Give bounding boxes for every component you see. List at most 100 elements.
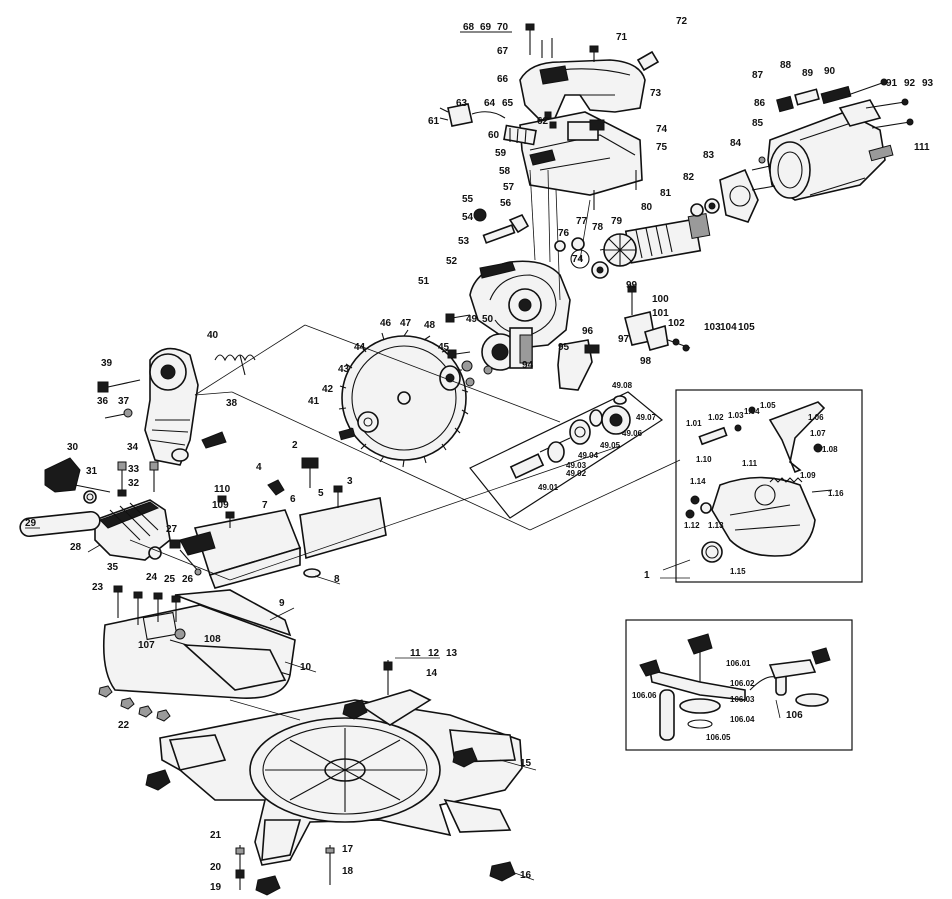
motor-end-plate bbox=[719, 168, 759, 223]
label-97: 97 bbox=[618, 334, 630, 345]
bottom-screws bbox=[235, 660, 393, 890]
label-1: 1 bbox=[644, 570, 650, 581]
label-102: 102 bbox=[668, 318, 685, 329]
label-10: 10 bbox=[300, 662, 312, 673]
label-28: 28 bbox=[70, 542, 82, 553]
switch-bracket bbox=[624, 285, 691, 352]
table-nuts bbox=[98, 685, 171, 722]
label-1-09: 1.09 bbox=[800, 471, 816, 480]
label-14: 14 bbox=[426, 668, 438, 679]
label-89: 89 bbox=[802, 68, 814, 79]
label-106: 106 bbox=[786, 710, 803, 721]
label-104: 104 bbox=[720, 322, 737, 333]
label-78: 78 bbox=[592, 222, 604, 233]
label-87: 87 bbox=[752, 70, 764, 81]
label-39: 39 bbox=[101, 358, 113, 369]
label-90: 90 bbox=[824, 66, 836, 77]
label-32: 32 bbox=[128, 478, 140, 489]
label-6: 6 bbox=[290, 494, 296, 505]
upper-blade-guard bbox=[469, 260, 571, 349]
label-1-04: 1.04 bbox=[744, 407, 760, 416]
label-49: 49 bbox=[466, 314, 478, 325]
guard-screw bbox=[451, 314, 471, 319]
motor-screws bbox=[751, 78, 914, 191]
label-85: 85 bbox=[752, 118, 764, 129]
label-106-03: 106.03 bbox=[730, 695, 755, 704]
label-1-15: 1.15 bbox=[730, 567, 746, 576]
base bbox=[159, 689, 523, 866]
label-75: 75 bbox=[656, 142, 668, 153]
label-56: 56 bbox=[500, 198, 512, 209]
label-60: 60 bbox=[488, 130, 500, 141]
label-52: 52 bbox=[446, 256, 458, 267]
label-109: 109 bbox=[212, 500, 229, 511]
label-76: 76 bbox=[558, 228, 570, 239]
handle-screws bbox=[525, 23, 637, 210]
label-64: 64 bbox=[484, 98, 496, 109]
label-77: 77 bbox=[576, 216, 588, 227]
label-94: 94 bbox=[522, 360, 534, 371]
blade-bolt bbox=[338, 427, 356, 441]
label-33: 33 bbox=[128, 464, 140, 475]
label-59: 59 bbox=[495, 148, 507, 159]
label-61: 61 bbox=[428, 116, 440, 127]
assembly-guide-lines bbox=[129, 169, 681, 721]
label-1-13: 1.13 bbox=[708, 521, 724, 530]
turntable bbox=[102, 604, 296, 699]
label-54: 54 bbox=[462, 212, 474, 223]
label-30: 30 bbox=[67, 442, 79, 453]
label-42: 42 bbox=[322, 384, 334, 395]
label-63: 63 bbox=[456, 98, 468, 109]
label-27: 27 bbox=[166, 524, 178, 535]
fan bbox=[603, 233, 637, 267]
label-49-05: 49.05 bbox=[600, 441, 621, 450]
handle-body bbox=[519, 111, 643, 196]
label-1-16: 1.16 bbox=[828, 489, 844, 498]
clamp-detail-box bbox=[625, 619, 853, 751]
label-1-14: 1.14 bbox=[690, 477, 706, 486]
handle-top bbox=[519, 59, 646, 121]
label-35: 35 bbox=[107, 562, 119, 573]
lower-blade-guard bbox=[711, 476, 816, 557]
label-49-08: 49.08 bbox=[612, 381, 633, 390]
label-83: 83 bbox=[703, 150, 715, 161]
cable-clip bbox=[201, 431, 227, 449]
label-106-01: 106.01 bbox=[726, 659, 751, 668]
motor-bearing bbox=[690, 203, 704, 217]
label-23: 23 bbox=[92, 582, 104, 593]
label-81: 81 bbox=[660, 188, 672, 199]
torsion-spring bbox=[214, 354, 256, 362]
label-74b: 74 bbox=[572, 254, 584, 265]
label-66: 66 bbox=[497, 74, 509, 85]
label-100: 100 bbox=[652, 294, 669, 305]
label-106-02: 106.02 bbox=[730, 679, 755, 688]
fence-bar bbox=[174, 589, 292, 637]
label-95: 95 bbox=[558, 342, 570, 353]
part-labels: 68 69 70 71 72 67 66 63 64 65 61 62 60 5… bbox=[25, 16, 934, 893]
label-40: 40 bbox=[207, 330, 219, 341]
label-1-06: 1.06 bbox=[808, 413, 824, 422]
arm-screw bbox=[104, 408, 133, 419]
label-84: 84 bbox=[730, 138, 742, 149]
label-4: 4 bbox=[256, 462, 262, 473]
label-111: 111 bbox=[914, 142, 930, 153]
handle-clip bbox=[636, 50, 660, 72]
label-65: 65 bbox=[502, 98, 514, 109]
lock-pin bbox=[148, 539, 202, 576]
label-34: 34 bbox=[127, 442, 139, 453]
fence-knob bbox=[301, 457, 319, 488]
label-16: 16 bbox=[520, 870, 532, 881]
label-1-01: 1.01 bbox=[686, 419, 702, 428]
label-46: 46 bbox=[380, 318, 392, 329]
pivot-bolts bbox=[117, 461, 159, 497]
leader-lines bbox=[25, 527, 781, 881]
label-53: 53 bbox=[458, 236, 470, 247]
label-41: 41 bbox=[308, 396, 320, 407]
label-92: 92 bbox=[904, 78, 916, 89]
label-51: 51 bbox=[418, 276, 430, 287]
label-106-06: 106.06 bbox=[632, 691, 657, 700]
label-31: 31 bbox=[86, 466, 98, 477]
label-82: 82 bbox=[683, 172, 695, 183]
label-110: 110 bbox=[214, 484, 231, 495]
label-44: 44 bbox=[354, 342, 366, 353]
